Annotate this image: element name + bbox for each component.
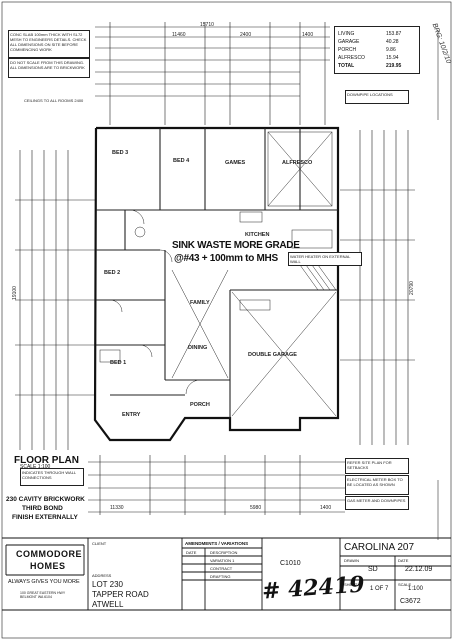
address-suburb: ATWELL: [92, 600, 124, 609]
top-sub-dim-3: 1400: [302, 32, 314, 38]
left-dimension: 19100: [11, 286, 18, 300]
date-value: 22.12.09: [405, 566, 433, 573]
drawn-value: SD: [368, 566, 378, 573]
bottom-dim-3: 1400: [320, 505, 332, 511]
area-value: 9.86: [386, 47, 396, 53]
address-road: TAPPER ROAD: [92, 590, 149, 599]
amend-row: VARIATION 1: [210, 558, 235, 563]
address-label: ADDRESS: [92, 573, 112, 578]
job-number: C1010: [280, 560, 301, 567]
area-label: TOTAL: [338, 63, 355, 69]
note-water-heater: WATER HEATER ON EXTERNAL WALL: [288, 252, 362, 266]
sheet-value: 1 OF 7: [370, 586, 389, 592]
room-kitchen: KITCHEN: [245, 232, 270, 238]
amend-header-desc: DESCRIPTION: [210, 550, 238, 555]
company-address: 100 GREAT EASTERN HWY BELMONT WA 6104: [20, 591, 66, 599]
amend-row: CONTRACT: [210, 566, 233, 571]
date-label: DATE: [398, 558, 409, 563]
brick-note-line1: 230 CAVITY BRICKWORK: [6, 496, 85, 503]
area-label: PORCH: [338, 47, 357, 53]
room-games: GAMES: [225, 160, 246, 166]
brick-note-line2: THIRD BOND: [22, 505, 63, 512]
area-label: ALFRESCO: [338, 55, 365, 61]
note-gas-meter: GAS METER AND DOWNPIPES: [345, 496, 409, 510]
area-row: ALFRESCO 15.94: [338, 54, 399, 62]
area-label: GARAGE: [338, 39, 360, 45]
company-name-line2: HOMES: [30, 561, 66, 571]
floor-plan-scale: SCALE 1:100: [20, 464, 51, 470]
amend-row: DRAFTING: [210, 574, 231, 579]
floor-plan-title: FLOOR PLAN: [14, 455, 79, 466]
area-value: 15.94: [386, 55, 399, 61]
company-name-line1: COMMODORE: [16, 549, 82, 559]
note-scale: DO NOT SCALE FROM THIS DRAWING. ALL DIME…: [8, 58, 90, 78]
area-row: LIVING 153.87: [338, 30, 401, 38]
note-downpipe: DOWNPIPE LOCATIONS: [345, 90, 409, 104]
sink-annotation-line1: SINK WASTE MORE GRADE: [172, 240, 300, 251]
room-porch: PORCH: [190, 402, 210, 408]
address-lot: LOT 230: [92, 580, 123, 589]
note-meter-box: ELECTRICAL METER BOX TO BE LOCATED AS SH…: [345, 475, 409, 495]
area-row-total: TOTAL 219.95: [338, 62, 401, 70]
room-bed3: BED 3: [112, 150, 129, 156]
room-bed4: BED 4: [173, 158, 190, 164]
note-through-wall: INDICATES THROUGH WALL CONNECTIONS: [20, 468, 84, 486]
room-family: FAMILY: [190, 300, 210, 306]
company-tagline: ALWAYS GIVES YOU MORE: [8, 579, 80, 585]
brick-note-line3: FINISH EXTERNALLY: [12, 514, 78, 521]
right-dimension: 20790: [408, 281, 415, 295]
amend-header-date: DATE: [186, 550, 197, 555]
room-dining: DINING: [188, 345, 208, 351]
note-slab: CONC SLAB 100mm THICK WITH SL72 MESH TO …: [8, 30, 90, 58]
area-value: 153.87: [386, 31, 402, 37]
area-row: GARAGE 40.28: [338, 38, 399, 46]
area-value: 219.95: [386, 63, 402, 69]
scale-value: 1:100: [408, 586, 424, 592]
top-sub-dim-2: 2400: [240, 32, 252, 38]
scale-label: SCALE: [398, 582, 412, 587]
area-label: LIVING: [338, 31, 355, 37]
drawn-label: DRAWN: [344, 558, 359, 563]
bottom-dim-2: 5980: [250, 505, 262, 511]
room-bed1: BED 1: [110, 360, 127, 366]
sheet-label: SHEET: [344, 582, 358, 587]
note-ceiling: CEILINGS TO ALL ROOMS 2400: [24, 98, 84, 103]
sink-annotation-line2: @#43 + 100mm to MHS: [174, 253, 278, 264]
drawing-number: C3672: [400, 598, 421, 605]
area-value: 40.28: [386, 39, 399, 45]
design-name: CAROLINA 207: [344, 542, 415, 553]
note-setbacks: REFER SITE PLAN FOR SETBACKS: [345, 458, 409, 474]
area-row: PORCH 9.86: [338, 46, 396, 54]
top-dimension: 15710: [200, 22, 214, 28]
bottom-dim-1: 11330: [110, 505, 124, 511]
top-sub-dim-1: 11460: [172, 32, 186, 38]
amendments-title: AMENDMENTS / VARIATIONS: [185, 541, 249, 546]
room-garage: DOUBLE GARAGE: [248, 352, 297, 358]
room-alfresco: ALFRESCO: [282, 160, 313, 166]
client-label: CLIENT: [92, 541, 107, 546]
area-table: LIVING 153.87 GARAGE 40.28 PORCH 9.86 AL…: [334, 26, 420, 74]
room-bed2: BED 2: [104, 270, 121, 276]
room-entry: ENTRY: [122, 412, 141, 418]
